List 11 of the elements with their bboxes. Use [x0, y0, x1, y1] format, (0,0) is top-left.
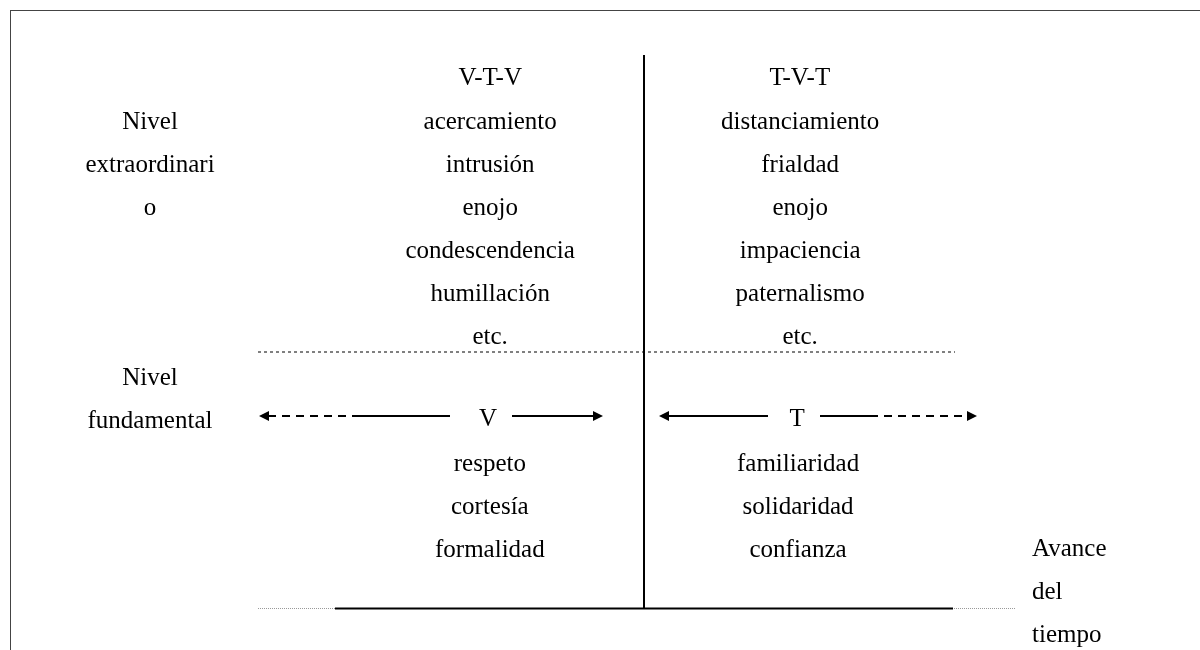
attribute-list: distanciamiento frialdad enojo impaciencia paternalismo etc.	[721, 99, 880, 357]
pronoun-label: V	[479, 403, 498, 433]
attribute-list: acercamiento intrusión enojo condescendencia humillación etc.	[405, 99, 575, 357]
column-heading: V-T-V	[458, 62, 522, 92]
attribute-list: familiaridad solidaridad confianza	[737, 441, 860, 570]
level-label: Nivel extraordinari o	[85, 106, 215, 222]
column-heading: T-V-T	[769, 62, 831, 92]
level-label: Nivel fundamental	[87, 362, 213, 435]
pronoun-label: T	[789, 403, 805, 433]
axis-label: Avance del tiempo	[1032, 533, 1107, 649]
attribute-list: respeto cortesía formalidad	[435, 441, 545, 570]
